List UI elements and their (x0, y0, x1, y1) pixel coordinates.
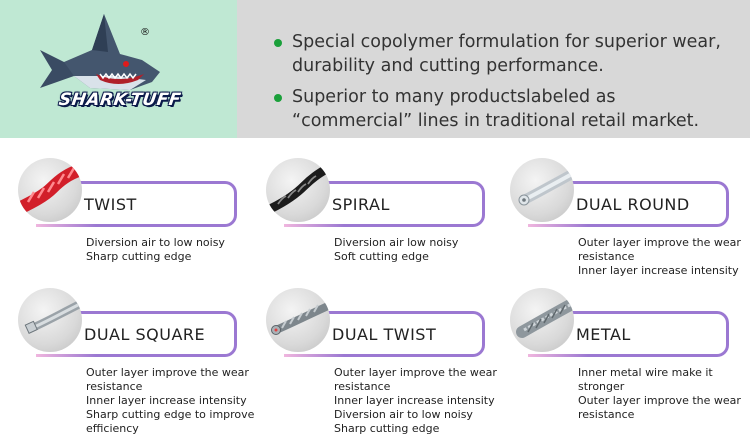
product-card-dual-square: DUAL SQUARE Outer layer improve the wear… (18, 288, 263, 438)
spiral-line-icon (266, 158, 330, 222)
feature-item: Superior to many productslabeled as “com… (272, 85, 742, 133)
registered-mark: ® (140, 27, 150, 38)
product-label-band (284, 311, 485, 357)
description-line: Inner metal wire make it (578, 366, 713, 379)
description-line: Outer layer improve the wear (86, 366, 249, 379)
product-card-spiral: SPIRAL Diversion air low noisy Soft cutt… (266, 158, 511, 308)
description-line: Sharp cutting edge (86, 250, 192, 263)
product-label-band (528, 311, 729, 357)
product-description: Outer layer improve the wear resistance … (578, 236, 750, 278)
description-line: Diversion air to low noisy (86, 236, 225, 249)
description-line: Outer layer improve the wear (578, 236, 741, 249)
product-name: SPIRAL (332, 195, 390, 214)
product-description: Diversion air low noisy Soft cutting edg… (334, 236, 509, 264)
product-description: Diversion air to low noisy Sharp cutting… (86, 236, 261, 264)
description-line: Outer layer improve the wear (578, 394, 741, 407)
product-label-band (528, 181, 729, 227)
green-bullet-icon (274, 94, 282, 102)
brand-logo-text: SHARK-TUFF (57, 90, 183, 110)
feature-line: Special copolymer formulation for superi… (292, 32, 721, 52)
description-line: Outer layer improve the wear (334, 366, 497, 379)
description-line: Inner layer increase intensity (578, 264, 739, 277)
header-banner: ® SHARK-TUFF Special copolymer formulati… (0, 0, 750, 138)
product-name: DUAL ROUND (576, 195, 690, 214)
description-line: stronger (578, 380, 625, 393)
product-description: Outer layer improve the wear resistance … (86, 366, 261, 436)
feature-item: Special copolymer formulation for superi… (272, 30, 742, 78)
description-line: resistance (86, 380, 143, 393)
twist-line-icon (18, 158, 82, 222)
product-label-band (36, 311, 237, 357)
product-name: DUAL SQUARE (84, 325, 206, 344)
description-line: resistance (578, 250, 635, 263)
description-line: efficiency (86, 422, 139, 435)
product-description: Outer layer improve the wear resistance … (334, 366, 509, 436)
feature-line: Superior to many productslabeled as (292, 87, 616, 107)
product-card-twist: TWIST Diversion air to low noisy Sharp c… (18, 158, 263, 308)
product-name: DUAL TWIST (332, 325, 437, 344)
dual-round-line-icon (510, 158, 574, 222)
description-line: resistance (334, 380, 391, 393)
feature-line: “commercial” lines in traditional retail… (292, 111, 700, 131)
green-bullet-icon (274, 39, 282, 47)
description-line: Inner layer increase intensity (86, 394, 247, 407)
product-description: Inner metal wire make it stronger Outer … (578, 366, 750, 422)
product-name: TWIST (84, 195, 137, 214)
product-label-band (36, 181, 237, 227)
dual-square-line-icon (18, 288, 82, 352)
description-line: Diversion air low noisy (334, 236, 459, 249)
metal-line-icon (510, 288, 574, 352)
feature-line: durability and cutting performance. (292, 56, 604, 76)
logo-panel: ® SHARK-TUFF (0, 0, 237, 138)
feature-list: Special copolymer formulation for superi… (272, 30, 742, 140)
description-line: Sharp cutting edge (334, 422, 440, 435)
product-card-metal: METAL Inner metal wire make it stronger … (510, 288, 750, 438)
description-line: Sharp cutting edge to improve (86, 408, 255, 421)
product-card-dual-twist: DUAL TWIST Outer layer improve the wear … (266, 288, 511, 438)
description-line: Inner layer increase intensity (334, 394, 495, 407)
description-line: Soft cutting edge (334, 250, 429, 263)
description-line: resistance (578, 408, 635, 421)
product-name: METAL (576, 325, 631, 344)
dual-twist-line-icon (266, 288, 330, 352)
product-card-dual-round: DUAL ROUND Outer layer improve the wear … (510, 158, 750, 308)
description-line: Diversion air to low noisy (334, 408, 473, 421)
product-label-band (284, 181, 485, 227)
shark-logo-icon (40, 14, 160, 90)
